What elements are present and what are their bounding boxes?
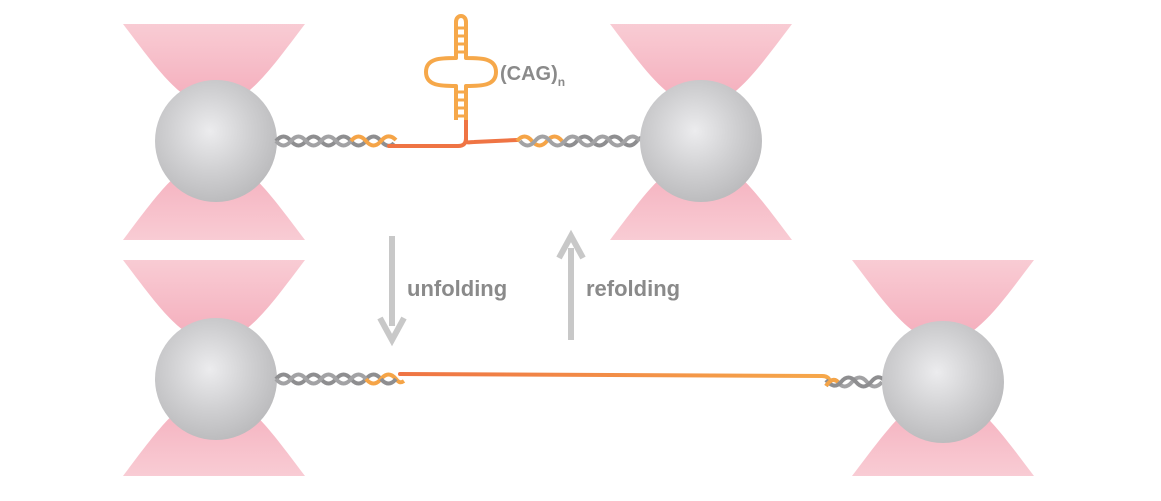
cag-hairpin: [424, 14, 498, 120]
rna-strand-folded: [387, 14, 519, 148]
repeat-label: (CAG)n: [500, 63, 565, 89]
dna-handle-left-top: [274, 134, 398, 148]
refolding-arrow: [556, 229, 586, 340]
bead-right-top: [640, 80, 762, 202]
dna-handle-left-bottom: [274, 372, 406, 386]
repeat-label-base: (CAG): [500, 63, 558, 85]
trap-beam-upper: [852, 260, 1034, 346]
trap-beam-upper: [610, 24, 792, 110]
dna-handle-right-bottom: [824, 375, 886, 389]
hairpin-base-pairs: [456, 26, 466, 118]
optical-trap-left-top: [123, 24, 305, 240]
trap-beam-upper: [123, 24, 305, 110]
unfolding-label: unfolding: [407, 276, 507, 301]
optical-trap-right-bottom: [852, 260, 1034, 476]
dna-handle-right-top: [515, 134, 647, 148]
bead-left-bottom: [155, 318, 277, 440]
folded-state-panel: (CAG)n: [123, 14, 792, 240]
repeat-label-subscript: n: [558, 75, 565, 89]
rna-strand-unfolded: [398, 372, 832, 385]
refolding-label: refolding: [586, 276, 680, 301]
unfolded-state-panel: [123, 260, 1034, 476]
trap-beam-upper: [123, 260, 305, 346]
bead-left-top: [155, 80, 277, 202]
optical-trap-right-top: [610, 24, 792, 240]
bead-right-bottom: [882, 321, 1004, 443]
optical-trap-left-bottom: [123, 260, 305, 476]
unfolding-arrow: [377, 236, 407, 347]
